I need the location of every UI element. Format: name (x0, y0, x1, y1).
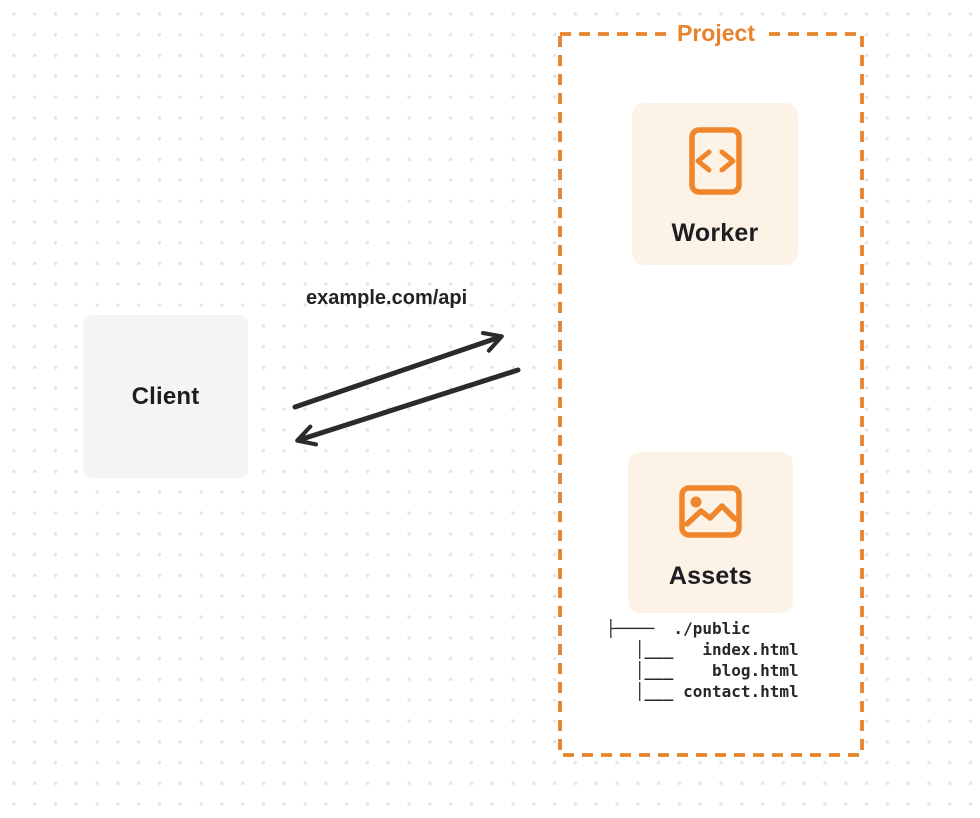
response-arrow (295, 367, 521, 447)
tree-line-public: ├──── ./public (606, 619, 751, 638)
tree-line-index: │___ index.html (606, 640, 799, 659)
image-icon-sun (690, 496, 702, 508)
file-tree: ├──── ./public │___ index.html │___ blog… (606, 618, 799, 702)
request-url-label: example.com/api (306, 287, 468, 309)
project-title: Project (671, 19, 761, 47)
image-icon (679, 485, 742, 538)
tree-line-blog: │___ blog.html (606, 661, 799, 680)
project-container: Project Worker Assets ├──── ./public │__… (558, 19, 864, 757)
assets-label: Assets (668, 562, 753, 590)
code-icon (688, 127, 742, 195)
client-label: Client (131, 382, 200, 410)
worker-label: Worker (671, 219, 759, 247)
worker-node: Worker (632, 103, 798, 265)
assets-node: Assets (628, 452, 793, 613)
request-response-arrows (292, 330, 521, 447)
tree-line-contact: │___ contact.html (606, 682, 799, 701)
request-arrow (292, 330, 504, 410)
client-node: Client (83, 315, 248, 478)
